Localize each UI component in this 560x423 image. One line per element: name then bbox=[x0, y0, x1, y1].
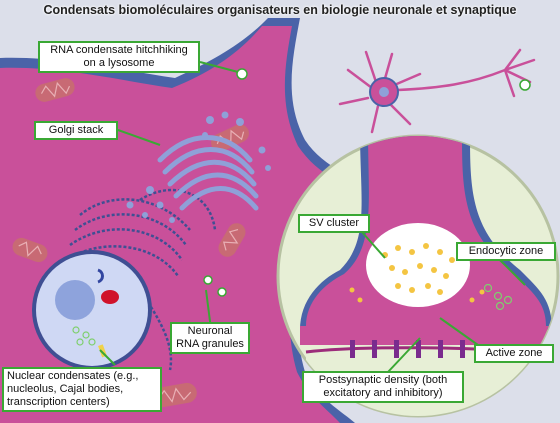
callout-neuronal-rna-granules: Neuronal RNA granules bbox=[170, 322, 250, 354]
callout-text: RNA condensate hitchhiking on a lysosome bbox=[50, 44, 188, 69]
callout-postsynaptic-density: Postsynaptic density (both excitatory an… bbox=[302, 371, 464, 403]
callout-text: Neuronal RNA granules bbox=[176, 325, 244, 350]
endoplasmic-reticulum bbox=[65, 188, 217, 371]
cajal-body bbox=[101, 290, 119, 304]
callout-text: Endocytic zone bbox=[468, 245, 544, 257]
mitochondria bbox=[12, 78, 515, 408]
leader-lines bbox=[99, 61, 526, 373]
callout-text: Active zone bbox=[485, 347, 543, 359]
nucleolus bbox=[55, 280, 95, 320]
callout-sv-cluster: SV cluster bbox=[298, 214, 370, 233]
callout-text: Nuclear condensates (e.g., nucleolus, Ca… bbox=[7, 370, 139, 408]
synapse-zoom bbox=[276, 134, 560, 418]
callout-text: Postsynaptic density (both excitatory an… bbox=[318, 374, 448, 399]
callout-endocytic-zone: Endocytic zone bbox=[456, 242, 556, 261]
callout-text: Golgi stack bbox=[48, 124, 104, 136]
callout-golgi: Golgi stack bbox=[34, 121, 118, 140]
inset-neuron-icon bbox=[338, 48, 536, 134]
rna-condensates bbox=[203, 68, 248, 297]
callout-active-zone: Active zone bbox=[474, 344, 554, 363]
golgi-stack bbox=[157, 135, 259, 211]
callout-nuclear-condensates: Nuclear condensates (e.g., nucleolus, Ca… bbox=[2, 367, 162, 412]
page-title: Condensats biomoléculaires organisateurs… bbox=[43, 3, 517, 17]
nucleus bbox=[32, 250, 152, 370]
golgi-vesicles bbox=[126, 111, 271, 223]
callout-rna-hitchhiking: RNA condensate hitchhiking on a lysosome bbox=[38, 41, 200, 73]
inset-synapse-marker bbox=[519, 79, 531, 91]
callout-text: SV cluster bbox=[308, 217, 360, 229]
